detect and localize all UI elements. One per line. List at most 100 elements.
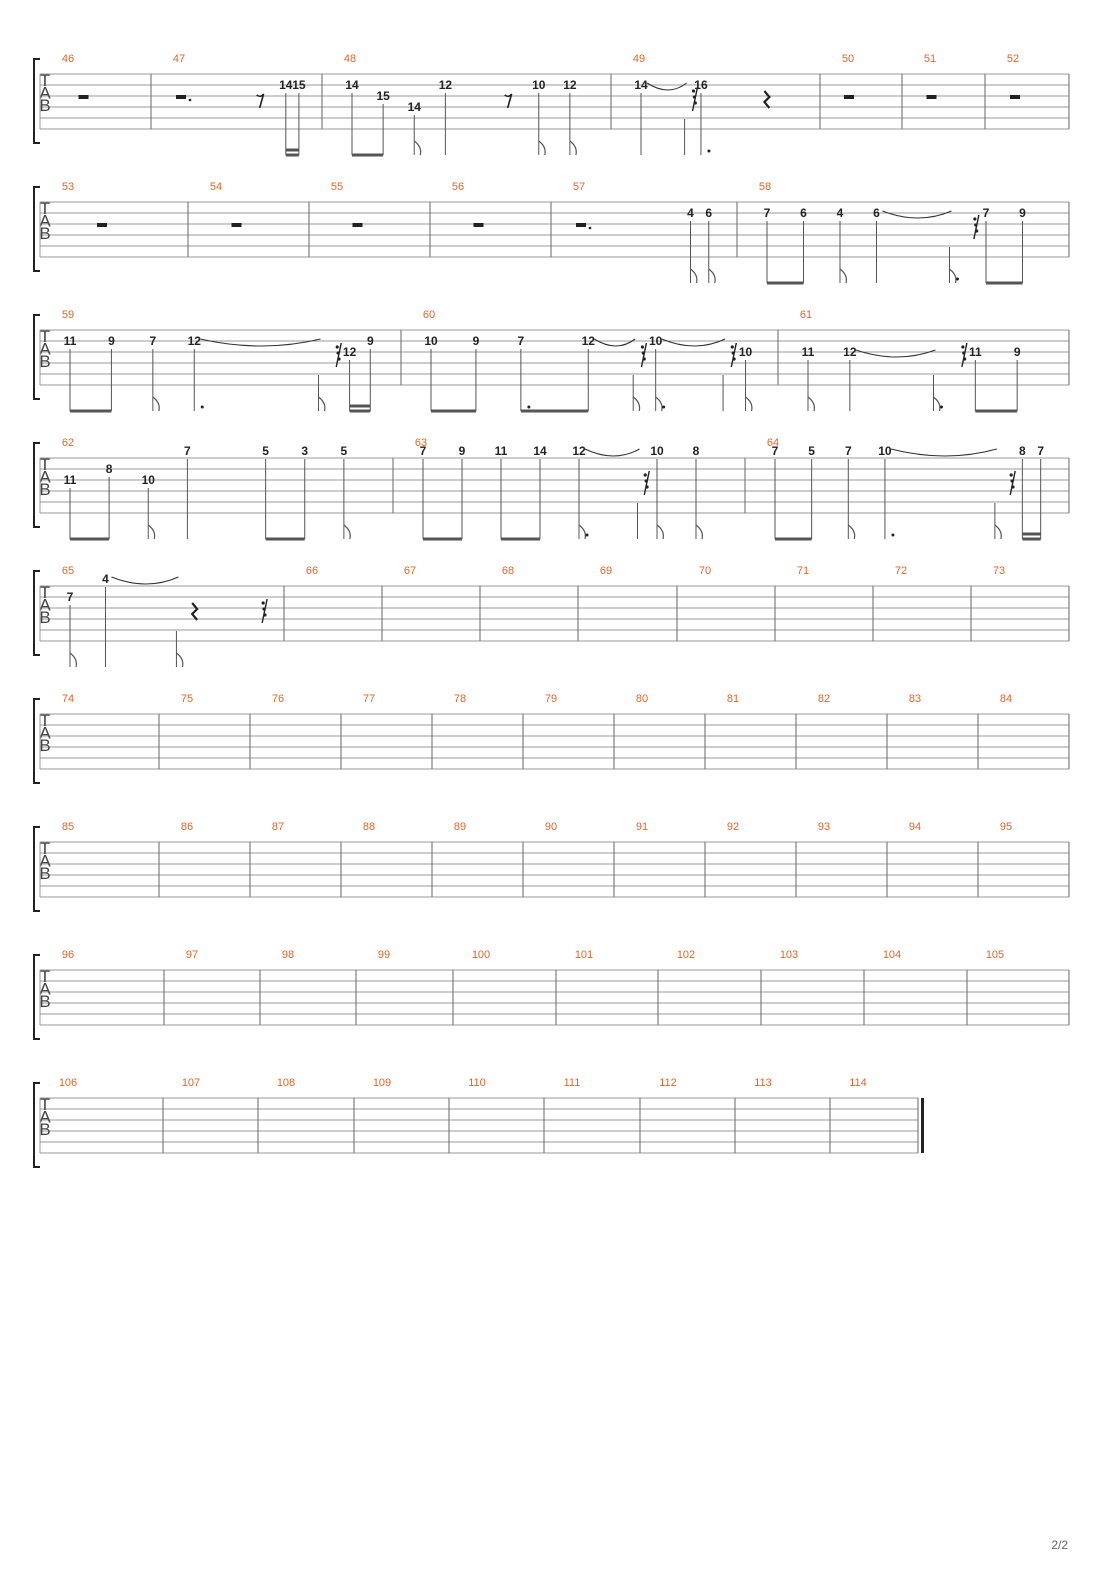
fret-number: 12 [582,334,596,348]
rest-flag-dot [644,479,648,483]
measure-number: 94 [909,821,921,833]
measure-number: 107 [182,1077,200,1089]
fret-number: 7 [184,444,191,458]
measure-number: 83 [909,693,921,705]
measure-number: 73 [993,565,1005,577]
thirtysecond-rest [335,342,342,368]
note-flag [745,396,753,412]
fret-number: 9 [459,444,466,458]
rest-flag-dot [336,351,340,355]
fret-number: 9 [473,334,480,348]
note-flag [632,396,641,412]
measure-number: 86 [181,821,193,833]
tie-arc [882,210,952,219]
rest-flag-dot [641,351,645,355]
note-flag [949,268,957,284]
note-flag [655,396,663,412]
rest-flag-dot [732,357,736,361]
fret-number: 8 [693,444,700,458]
measure-number: 100 [472,949,490,961]
measure-number: 61 [800,309,812,321]
thirtysecond-rest [961,342,968,368]
half-rest [231,223,242,227]
augmentation-dot [956,277,959,281]
measure-number: 82 [818,693,830,705]
fret-number: 15 [376,89,390,103]
measure-number: 74 [62,693,74,705]
tab-clef-letter: T [40,583,50,602]
fret-number: 9 [108,334,115,348]
rest-flag-dot [643,473,647,477]
note-flag [318,396,326,412]
tab-clef-letter: T [40,455,50,474]
fret-number: 4 [837,206,844,220]
tie-arc [200,338,321,347]
measure-number: 50 [842,53,854,65]
fret-number: 12 [343,345,357,359]
tab-clef-letter: A [39,980,51,999]
fret-number: 9 [1014,345,1021,359]
measure-number: 88 [363,821,375,833]
rest-flag-dot [975,229,979,233]
tab-clef-letter: T [40,71,50,90]
measure-number: 56 [452,181,464,193]
fret-number: 11 [969,345,982,359]
measure-number: 53 [62,181,74,193]
measure-number: 49 [633,53,645,65]
rest-flag-dot [1011,485,1015,489]
system-bracket [33,826,40,912]
augmentation-dot [200,405,204,409]
fret-number: 7 [764,206,771,220]
rest-flag-dot [337,357,341,361]
eighth-rest [256,93,265,109]
measure-number: 64 [767,437,779,449]
tab-clef-letter: A [39,724,51,743]
rest-flag-dot [962,351,966,355]
measure-number: 102 [677,949,695,961]
measure-number: 114 [849,1077,867,1089]
augmentation-dot [527,405,531,409]
augmentation-dot [940,405,943,409]
note-flag [176,652,184,668]
half-rest [1010,95,1020,99]
fret-number: 8 [1019,444,1026,458]
rest-flag-dot [692,95,697,99]
tab-clef-letter: A [39,852,51,871]
note-flag [994,524,1002,540]
fret-number: 6 [873,206,880,220]
measure-number: 98 [282,949,294,961]
half-rest [352,223,363,227]
half-rest [473,223,484,227]
tab-clef-letter: A [39,212,51,231]
measure-number: 58 [759,181,771,193]
augmentation-dot [585,533,589,537]
tie-arc [593,338,636,347]
measure-number: 113 [754,1077,772,1089]
measure-number: 97 [186,949,198,961]
augmentation-dot [588,226,592,230]
measure-number: 52 [1007,53,1019,65]
note-flag [569,140,577,156]
measure-number: 46 [62,53,74,65]
measure-number: 81 [727,693,739,705]
tab-clef-letter: T [40,967,50,986]
measure-number: 62 [62,437,74,449]
fret-number: 7 [983,206,990,220]
tab-clef-letter: T [40,327,50,346]
rest-flag-dot [261,601,265,605]
fret-number: 14 [345,78,359,92]
rest-flag-dot [640,345,645,349]
measure-number: 57 [573,181,585,193]
measure-number: 79 [545,693,557,705]
final-barline [921,1098,924,1153]
note-flag [933,396,941,412]
rest-flag-dot [693,101,697,105]
measure-number: 103 [780,949,798,961]
augmentation-dot [662,405,666,409]
fret-number: 14 [634,78,648,92]
measure-number: 66 [306,565,318,577]
